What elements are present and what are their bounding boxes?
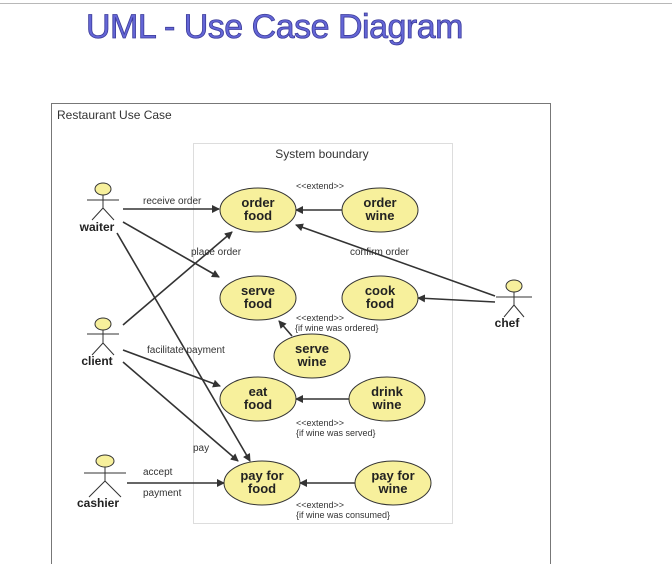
stick-figure-icon — [496, 279, 532, 318]
edge-client-eat-food — [122, 349, 221, 388]
svg-text:cashier: cashier — [77, 496, 119, 510]
edge-client-order-food — [122, 231, 233, 326]
label-cond-pay-wine: {if wine was consumed} — [296, 510, 390, 520]
edge-client-pay-for-food — [122, 361, 239, 462]
actor-waiter: waiter — [79, 182, 119, 234]
edge-serve-wine-extend — [278, 320, 293, 337]
svg-text:chef: chef — [495, 316, 521, 330]
actor-cashier: cashier — [77, 454, 126, 510]
actor-chef: chef — [495, 279, 532, 330]
label-payment: payment — [143, 488, 182, 499]
actor-client: client — [81, 317, 119, 368]
edge-chef-cook-food — [417, 294, 496, 303]
page-title: UML - Use Case Diagram — [86, 8, 464, 47]
label-facilitate-payment: facilitate payment — [147, 345, 225, 356]
svg-text:client: client — [81, 354, 112, 368]
frame-label: Restaurant Use Case — [57, 108, 172, 122]
svg-text:waiter: waiter — [79, 220, 115, 234]
label-cond-serve-wine: {if wine was ordered} — [295, 323, 379, 333]
stick-figure-icon — [87, 317, 119, 356]
label-pay: pay — [193, 443, 209, 454]
label-confirm-order: confirm order — [350, 247, 410, 258]
stick-figure-icon — [87, 182, 119, 221]
edge-waiter-pay-for-food — [116, 232, 251, 462]
label-extend-order-wine: <<extend>> — [296, 181, 344, 191]
label-cond-drink-wine: {if wine was served} — [296, 428, 376, 438]
edge-waiter-serve-food — [122, 221, 220, 278]
stick-figure-icon — [84, 454, 126, 498]
label-extend-drink-wine: <<extend>> — [296, 418, 344, 428]
label-accept: accept — [143, 467, 173, 478]
label-receive-order: receive order — [143, 196, 202, 207]
label-extend-serve-wine: <<extend>> — [296, 313, 344, 323]
boundary-label: System boundary — [275, 147, 368, 161]
label-extend-pay-wine: <<extend>> — [296, 500, 344, 510]
edge-chef-order-food — [295, 223, 496, 297]
top-divider — [0, 3, 672, 4]
label-place-order: place order — [191, 247, 242, 258]
